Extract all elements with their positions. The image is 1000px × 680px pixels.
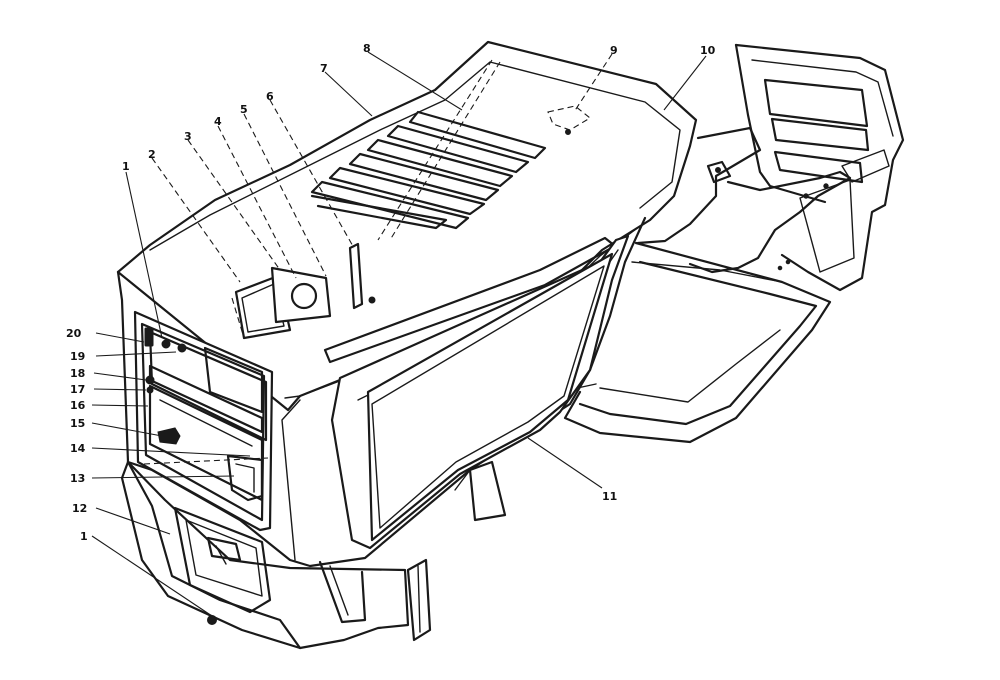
callout-1-bottom: 1 [80, 530, 88, 543]
callout-1-top: 1 [122, 160, 130, 173]
callout-18: 18 [70, 367, 85, 380]
callout-13: 13 [70, 472, 85, 485]
front-skirt [120, 460, 410, 650]
callout-2: 2 [148, 148, 156, 161]
callout-17: 17 [70, 383, 85, 396]
hardware [144, 129, 571, 625]
leader-lines [91, 51, 707, 617]
callout-19: 19 [70, 350, 85, 363]
callout-labels: 1 2 3 4 5 6 7 8 9 10 11 12 13 14 15 16 1… [66, 42, 716, 543]
callout-11: 11 [602, 490, 617, 503]
callout-7: 7 [320, 62, 328, 75]
callout-20: 20 [66, 327, 82, 340]
callout-12: 12 [72, 502, 87, 515]
callout-5: 5 [240, 103, 248, 116]
dashboard-panel [133, 310, 274, 532]
callout-3: 3 [184, 130, 192, 143]
callout-4: 4 [214, 115, 222, 128]
callout-16: 16 [70, 399, 86, 412]
front-bracket [406, 558, 432, 642]
hood-louvers [310, 110, 547, 230]
callout-15: 15 [70, 417, 85, 430]
callout-14: 14 [70, 442, 86, 455]
hinge-bracket [348, 242, 364, 310]
headlight-assembly [234, 266, 332, 340]
callout-9: 9 [610, 44, 618, 57]
callout-8: 8 [363, 42, 371, 55]
callout-6: 6 [266, 90, 274, 103]
exploded-dashed-lines [143, 59, 591, 465]
rear-fender-assembly [636, 43, 905, 292]
callout-10: 10 [700, 44, 716, 57]
